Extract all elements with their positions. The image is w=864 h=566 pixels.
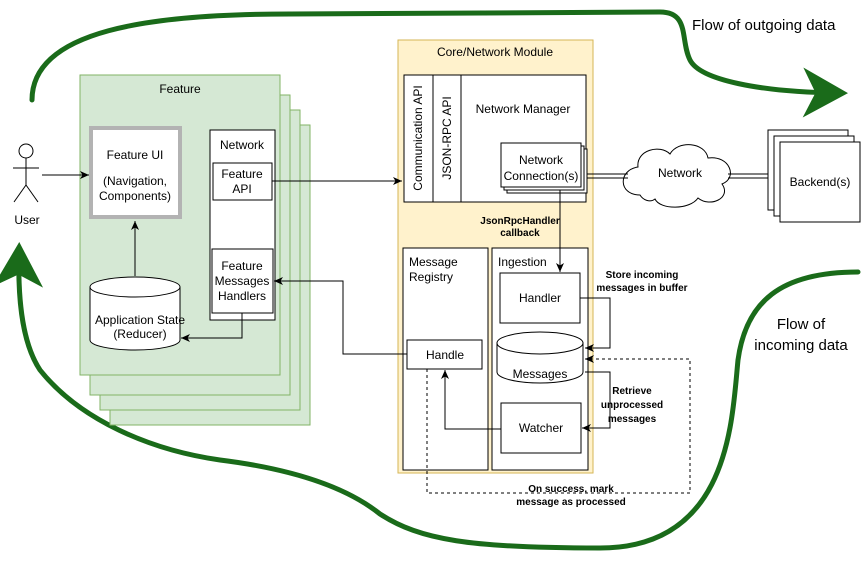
backends-label: Backend(s) [790,175,851,189]
communication-api-label: Communication API [411,85,425,190]
incoming-flow-label-line2: incoming data [754,337,848,354]
cloud-to-backends-link [728,173,768,179]
handler-to-messages-arrow [580,297,611,352]
application-state-db: Application State (Reducer) [89,276,185,351]
network-connections-box: Network Connection(s) [500,142,588,194]
registry-title-line2: Registry [409,270,453,284]
retrieve-note-line3: messages [608,414,657,425]
feature-api-line2: API [232,182,251,196]
feature-handlers-line2: Messages [215,274,270,288]
feature-api-line1: Feature [221,167,263,181]
retrieve-note-line2: unprocessed [601,400,663,411]
feature-ui-box: Feature UI (Navigation, Components) [89,126,182,219]
registry-title-line1: Message [409,255,458,269]
messages-label: Messages [513,367,568,381]
feature-network-title: Network [220,138,265,152]
watcher-label: Watcher [519,421,563,435]
jsonrpc-api-label: JSON-RPC API [440,96,454,179]
handler-box: Handler [499,272,581,324]
ingestion-title: Ingestion [498,255,547,269]
success-note-line2: message as processed [516,497,626,508]
handle-box: Handle [406,339,483,370]
incoming-flow-label-line1: Flow of [777,316,826,333]
user-label: User [14,213,39,227]
handler-label: Handler [519,291,561,305]
network-manager-title: Network Manager [476,102,571,116]
callback-label-line1: JsonRpcHandler [480,216,560,227]
messages-db: Messages [496,331,584,384]
incoming-flow-arrow [0,242,861,551]
app-state-line1: Application State [95,313,185,327]
feature-handlers-line3: Handlers [218,289,266,303]
feature-api-box: Feature API [212,162,273,201]
app-state-line2: (Reducer) [113,327,166,341]
outgoing-flow-label: Flow of outgoing data [692,17,836,34]
network-connections-line1: Network [519,153,564,167]
feature-title: Feature [159,82,201,96]
handle-to-handlers-arrow [274,277,407,355]
network-cloud: Network [622,144,731,208]
store-note-line1: Store incoming [606,270,679,281]
watcher-box: Watcher [500,402,582,454]
outgoing-flow-arrow [29,9,848,118]
retrieve-note-line1: Retrieve [612,386,652,397]
callback-label-line2: callback [500,228,540,239]
messages-to-watcher-arrow [582,371,611,432]
network-connections-line2: Connection(s) [504,169,579,183]
handlers-to-state-arrow [181,313,243,342]
core-module-title: Core/Network Module [437,45,553,59]
watcher-to-handle-arrow [441,370,501,430]
handle-label: Handle [426,348,464,362]
backends-stack: Backend(s) [767,129,861,223]
feature-ui-title: Feature UI [107,148,164,162]
feature-ui-sub1: (Navigation, [103,174,167,188]
feature-handlers-box: Feature Messages Handlers [211,248,274,314]
network-cloud-label: Network [658,166,703,180]
store-note-line2: messages in buffer [596,283,687,294]
feature-handlers-line1: Feature [221,259,263,273]
connections-to-cloud-link [587,173,628,179]
user-actor-icon [13,143,39,203]
feature-ui-sub2: Components) [99,189,171,203]
success-note-line1: On success, mark [528,484,614,495]
success-mark-processed-arrow [426,355,691,494]
